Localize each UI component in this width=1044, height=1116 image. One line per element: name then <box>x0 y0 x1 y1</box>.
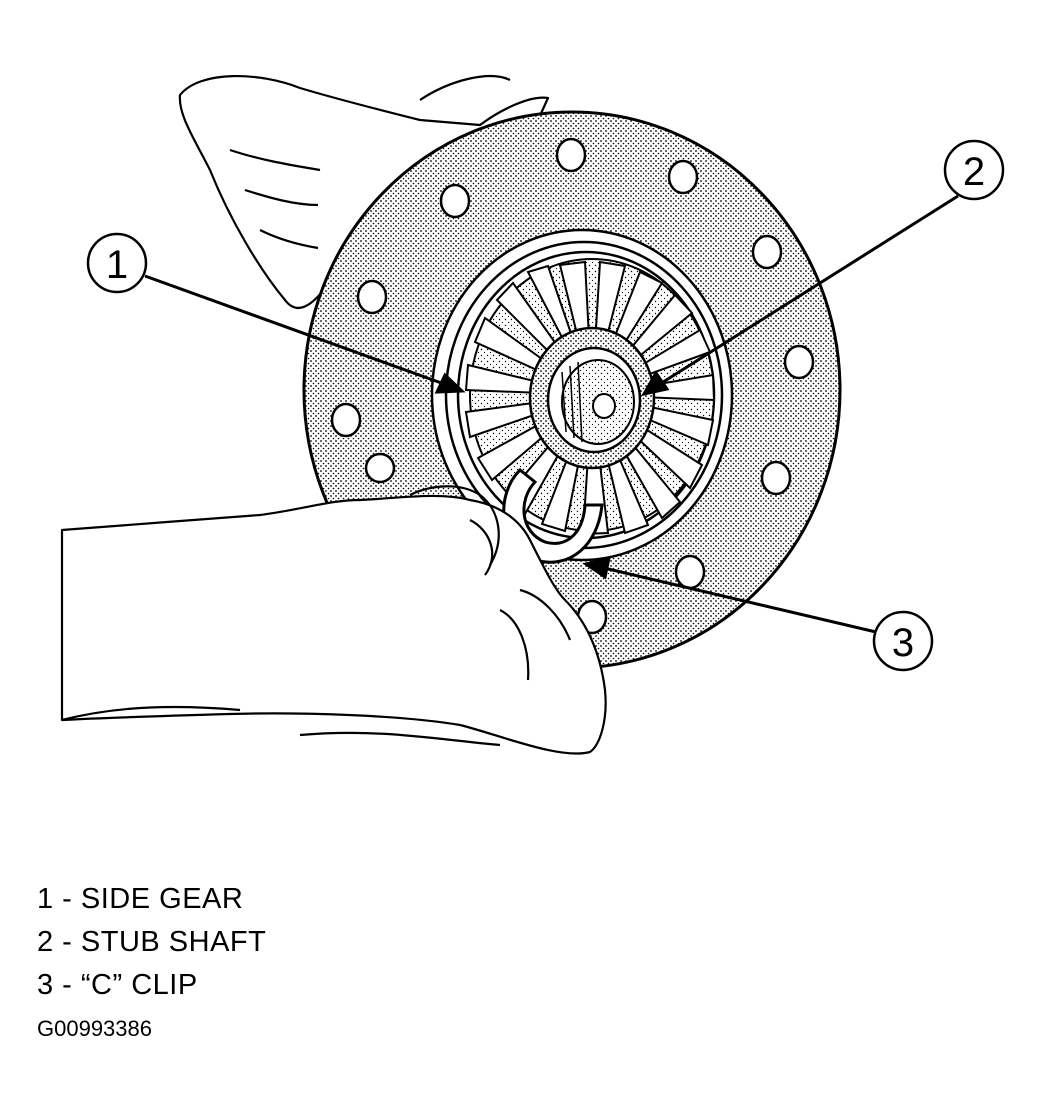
lower-hand <box>60 485 607 755</box>
legend-item: 3 - “C” CLIP <box>37 969 198 1001</box>
callout-2-label: 2 <box>963 150 985 194</box>
bolt-holes <box>330 137 815 635</box>
figure-id: G00993386 <box>37 1016 152 1041</box>
callout-1: 1 <box>86 232 148 294</box>
callout-3-label: 3 <box>892 621 914 665</box>
callout-1-label: 1 <box>106 243 128 287</box>
callout-2: 2 <box>943 139 1005 201</box>
legend: 1 - SIDE GEAR 2 - STUB SHAFT 3 - “C” CLI… <box>37 878 266 1007</box>
stub-shaft <box>546 346 642 454</box>
legend-item: 2 - STUB SHAFT <box>37 926 267 958</box>
legend-item: 1 - SIDE GEAR <box>37 883 244 915</box>
callout-3: 3 <box>872 610 934 672</box>
leader-lines <box>144 194 959 634</box>
